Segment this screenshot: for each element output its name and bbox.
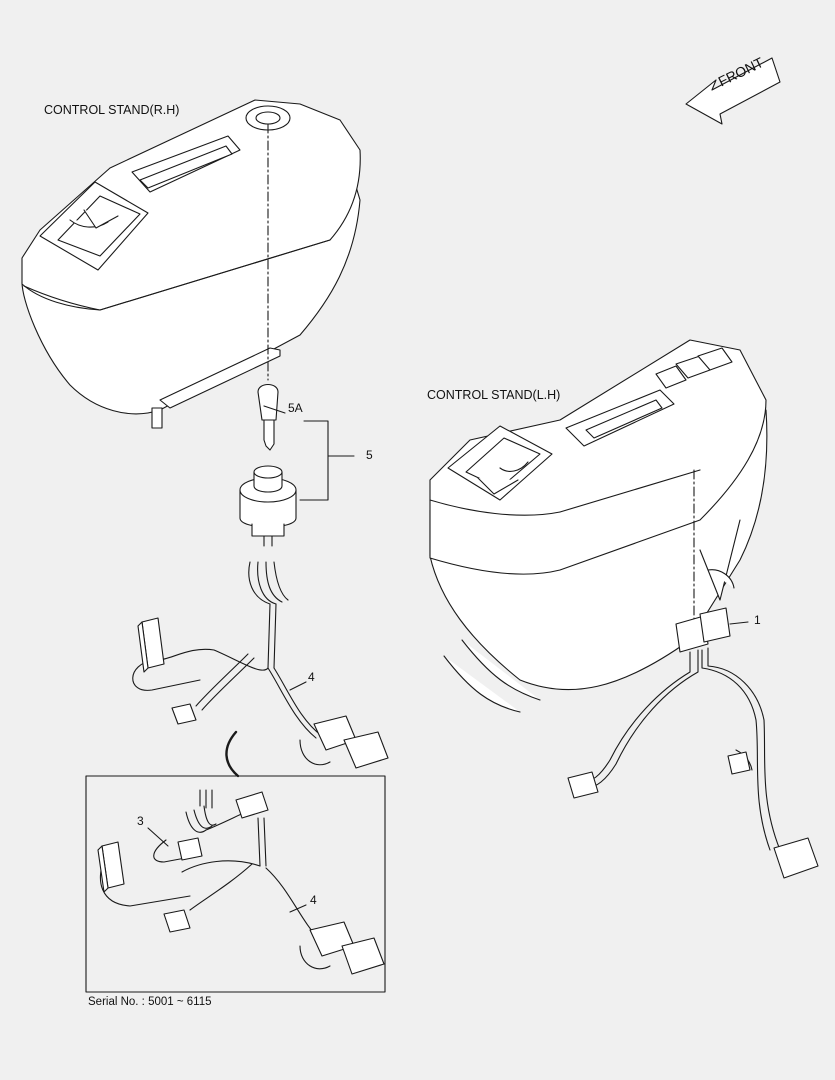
connector-inset-a [97,841,125,893]
connector-main-c [313,715,389,769]
inset-frame [85,775,386,993]
callout-1: 1 [754,613,761,627]
connector-inset-c [235,791,269,819]
front-arrow-icon [685,57,781,125]
label-serial-number: Serial No. : 5001 ~ 6115 [88,996,212,1008]
callout-bracket-5 [299,420,349,501]
label-control-stand-rh: CONTROL STAND(R.H) [44,103,180,117]
break-arrow [225,730,240,778]
label-control-stand-lh: CONTROL STAND(L.H) [427,388,561,402]
connector-lh-a [567,771,599,799]
connector-lh-c [727,751,751,775]
leader-3 [147,827,169,847]
callout-5a: 5A [288,401,303,415]
connector-main-a [137,617,165,673]
leader-4-inset [289,904,307,913]
callout-3: 3 [137,814,144,828]
connector-main-b [171,703,197,725]
control-stand-rh [21,99,361,429]
control-stand-lh [429,339,768,713]
connector-lh-b [773,837,819,879]
leader-5a [263,405,286,414]
callout-4-inset: 4 [310,893,317,907]
leader-1 [729,621,749,625]
connector-inset-b [163,909,191,933]
connector-inset-3 [177,837,203,861]
connector-1 [675,607,731,653]
connector-inset-d [309,921,385,975]
wire-harness-inset [99,789,331,970]
ignition-key [257,383,279,451]
starter-switch [239,465,297,547]
callout-4-main: 4 [308,670,315,684]
callout-5: 5 [366,448,373,462]
leader-4-main [289,681,307,691]
